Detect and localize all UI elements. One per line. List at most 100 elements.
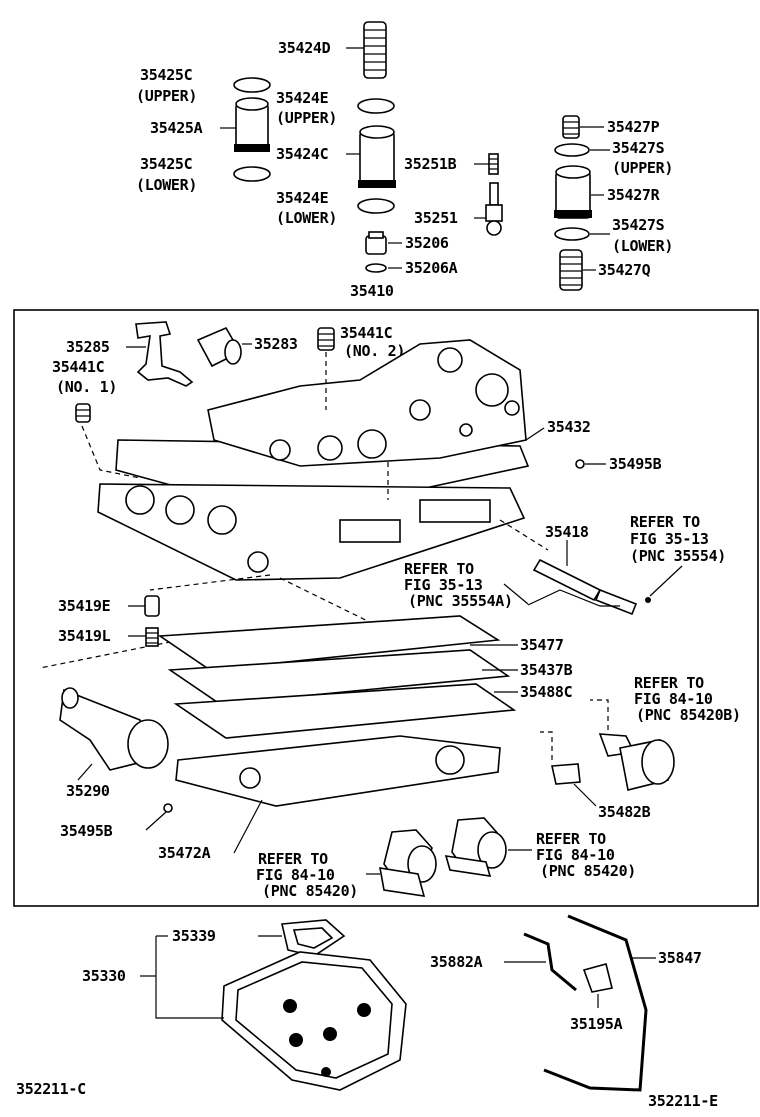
label-refer2-a: REFER TO [404,560,474,578]
plug-35206 [365,231,387,255]
label-refer5-c: (PNC 85420) [540,862,636,880]
label-35339: 35339 [172,927,216,945]
sleeve-35427R [554,165,592,219]
label-35495B-top: 35495B [609,455,662,473]
label-35251: 35251 [414,209,458,227]
label-35427R: 35427R [607,186,661,204]
upper-valve-body-35432 [115,339,530,497]
label-35477: 35477 [520,636,564,654]
label-35283: 35283 [254,335,298,353]
label-35427Q: 35427Q [598,261,651,279]
label-refer2-c: (PNC 35554A) [408,592,513,610]
label-35495B-bottom: 35495B [60,822,113,840]
sleeve-35424C [358,125,396,188]
label-35424C: 35424C [276,145,328,163]
solenoid-85420-a [379,829,437,897]
bracket-35285 [135,321,194,387]
label-35424E-lower: 35424E [276,189,329,207]
ring-35425C-upper [233,77,271,93]
label-refer2-b: FIG 35-13 [404,576,483,594]
valve-35418 [532,558,651,616]
label-refer5-b: FIG 84-10 [536,846,615,864]
label-refer1-a: REFER TO [630,513,700,531]
label-35410: 35410 [350,282,394,300]
label-35425C-upper: 35425C [140,66,192,84]
spring-35427P [562,115,580,139]
label-refer1-b: FIG 35-13 [630,530,709,548]
label-refer4-b: FIG 84-10 [256,866,335,884]
label-35206: 35206 [405,234,449,252]
pipe-35847 [543,914,648,1092]
label-35847: 35847 [658,949,702,967]
label-35195A: 35195A [570,1015,623,1033]
label-upper-b: (UPPER) [276,109,337,127]
label-upper-a: (UPPER) [136,87,197,105]
label-35424E-upper: 35424E [276,89,329,107]
label-35419E: 35419E [58,597,111,615]
label-lower-a: (LOWER) [136,176,197,194]
gasket-35339 [281,919,346,957]
lower-valve-body [97,483,526,581]
code-left: 352211-C [16,1080,86,1098]
code-right: 352211-E [648,1092,718,1110]
label-35472A: 35472A [158,844,211,862]
label-35418: 35418 [545,523,589,541]
label-35285: 35285 [66,338,110,356]
label-35251B: 35251B [404,155,457,173]
plate-35488C [173,683,517,739]
ring-35425C-lower [233,166,271,182]
label-35206A: 35206A [405,259,458,277]
label-35882A: 35882A [430,953,483,971]
plate-35477 [157,615,501,671]
label-35441C-no2: 35441C [340,324,392,342]
label-refer4-c: (PNC 85420) [262,882,358,900]
pipe-35882A [523,932,577,992]
ring-35424E-lower [357,198,395,214]
label-35432: 35432 [547,418,591,436]
label-lower-b: (LOWER) [276,209,337,227]
label-refer3-a: REFER TO [634,674,704,692]
label-refer3-b: FIG 84-10 [634,690,713,708]
label-35437B: 35437B [520,661,573,679]
label-35330: 35330 [82,967,126,985]
label-lower-c: (LOWER) [612,237,673,255]
sleeve-35425A [234,97,270,152]
label-35482B: 35482B [598,803,651,821]
solenoid-85420-b [444,817,507,877]
label-no2: (NO. 2) [344,342,405,360]
plate-35437B [167,649,511,705]
label-35425A: 35425A [150,119,203,137]
wire-35554A [527,589,620,607]
label-35424D: 35424D [278,39,331,57]
label-refer5-a: REFER TO [536,830,606,848]
valve-body-frame [13,309,759,907]
spring-35251B [488,153,499,175]
solenoid-85420B [598,733,675,791]
label-35427S-lower: 35427S [612,216,665,234]
label-35425C-lower: 35425C [140,155,192,173]
ball-35495B-top [575,459,585,469]
oil-pan-35330 [221,951,407,1091]
label-35488C: 35488C [520,683,572,701]
valve-35251 [485,182,503,236]
sleeve-35283 [196,326,242,368]
spring-35424D [363,21,387,79]
oring-35206A [365,263,387,273]
label-35427S-upper: 35427S [612,139,665,157]
ring-35427S-upper [554,143,590,157]
plate-35472A [175,735,501,807]
label-35427P: 35427P [607,118,660,136]
spring-35427Q [559,249,583,291]
filter-35441C-no1 [75,403,91,423]
label-no1: (NO. 1) [56,378,117,396]
label-35441C-no1: 35441C [52,358,104,376]
ring-35427S-lower [554,227,590,241]
clamp-35195A [582,963,613,993]
label-35419L: 35419L [58,627,111,645]
solenoid-35290 [59,687,169,771]
ring-35424E-upper [357,98,395,114]
ball-35495B-bottom [163,803,173,813]
filter-35441C-no2 [317,327,335,351]
spring-35419L [145,627,159,647]
